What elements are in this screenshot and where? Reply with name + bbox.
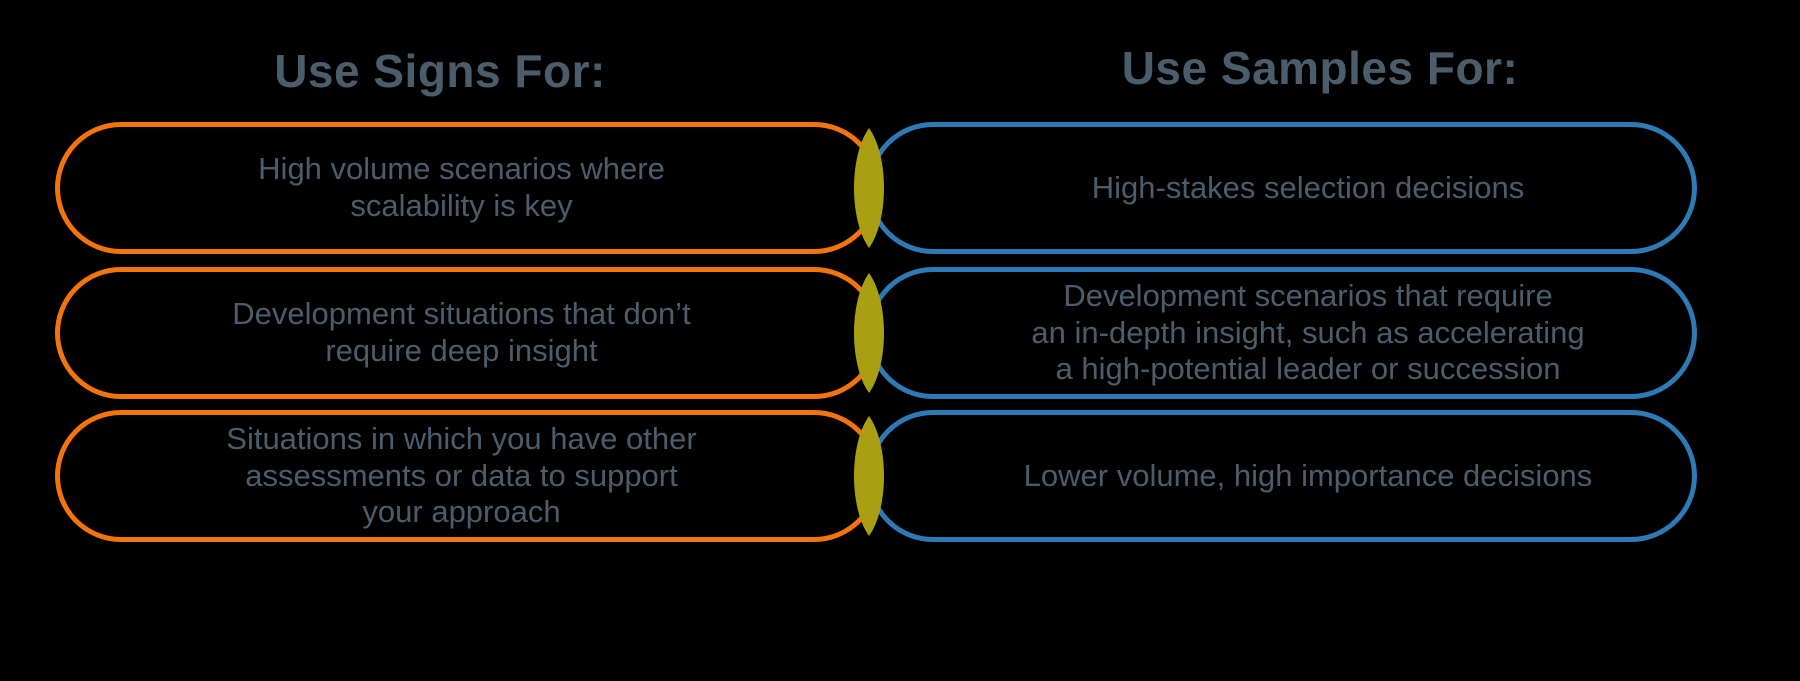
- signs-capsule-1[interactable]: High volume scenarios where scalability …: [55, 122, 880, 254]
- signs-capsule-2-label: Development situations that don’t requir…: [232, 296, 691, 368]
- page-title-right: Use Samples For:: [1121, 42, 1519, 94]
- samples-capsule-3[interactable]: Lower volume, high importance decisions: [867, 410, 1697, 542]
- page-title-left: Use Signs For:: [274, 45, 606, 97]
- samples-capsule-2-label: Development scenarios that require an in…: [1031, 278, 1585, 387]
- signs-capsule-3-label: Situations in which you have other asses…: [226, 421, 697, 530]
- samples-capsule-2[interactable]: Development scenarios that require an in…: [867, 267, 1697, 399]
- samples-capsule-1-label: High-stakes selection decisions: [1091, 169, 1525, 205]
- venn-row: Development situations that don’t requir…: [0, 267, 1800, 399]
- samples-capsule-1[interactable]: High-stakes selection decisions: [867, 122, 1697, 254]
- signs-capsule-2[interactable]: Development situations that don’t requir…: [55, 267, 880, 399]
- samples-capsule-3-label: Lower volume, high importance decisions: [1023, 457, 1593, 493]
- venn-row: High volume scenarios where scalability …: [0, 122, 1800, 254]
- signs-capsule-3[interactable]: Situations in which you have other asses…: [55, 410, 880, 542]
- signs-capsule-1-label: High volume scenarios where scalability …: [258, 151, 665, 223]
- venn-row: Situations in which you have other asses…: [0, 410, 1800, 542]
